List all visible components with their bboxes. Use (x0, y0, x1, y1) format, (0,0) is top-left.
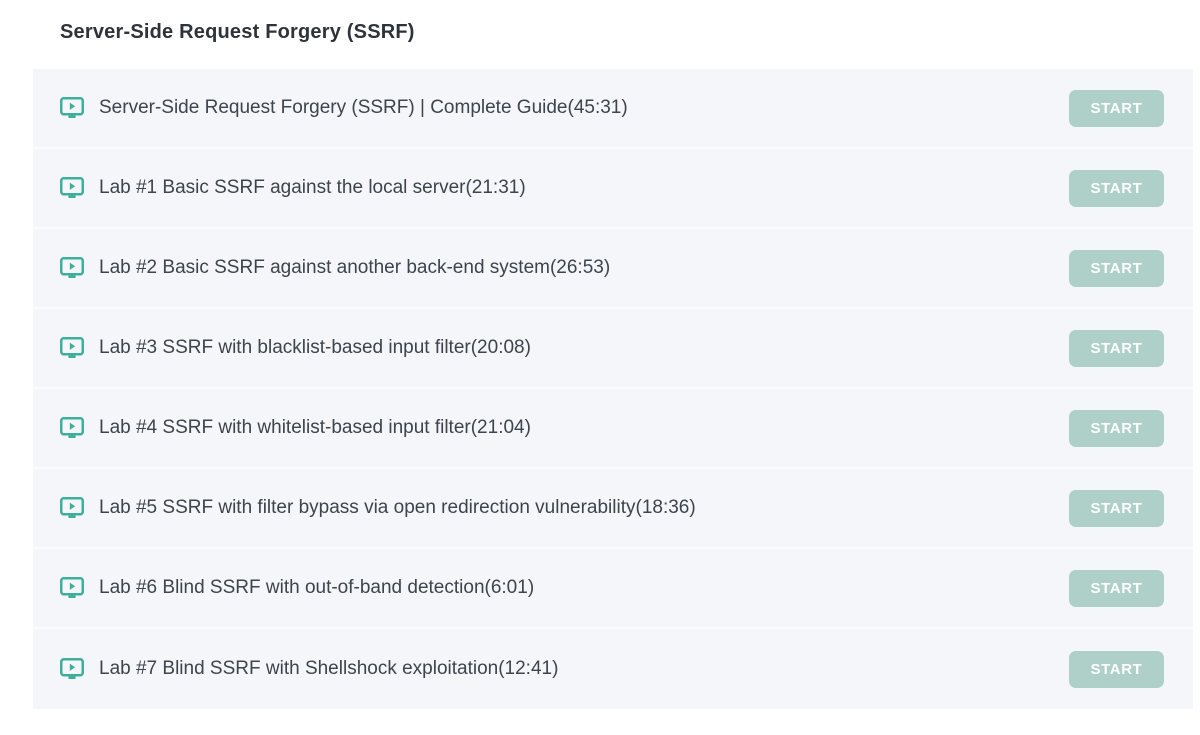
start-button[interactable]: START (1069, 409, 1164, 447)
lesson-row: Lab #6 Blind SSRF with out-of-band detec… (33, 549, 1193, 629)
lesson-row: Lab #7 Blind SSRF with Shellshock exploi… (33, 629, 1193, 709)
lesson-info: Lab #6 Blind SSRF with out-of-band detec… (60, 576, 534, 600)
lesson-title: Lab #6 Blind SSRF with out-of-band detec… (99, 577, 535, 598)
start-button[interactable]: START (1069, 569, 1164, 607)
monitor-play-icon (60, 416, 84, 440)
lesson-info: Lab #1 Basic SSRF against the local serv… (60, 176, 526, 200)
lesson-info: Lab #4 SSRF with whitelist-based input f… (60, 416, 531, 440)
monitor-play-icon (60, 96, 84, 120)
lesson-info: Lab #5 SSRF with filter bypass via open … (60, 496, 696, 520)
monitor-play-icon (60, 576, 84, 600)
start-button[interactable]: START (1069, 169, 1164, 207)
lesson-title: Lab #1 Basic SSRF against the local serv… (99, 177, 526, 198)
lesson-title: Lab #7 Blind SSRF with Shellshock exploi… (99, 658, 559, 679)
start-button[interactable]: START (1069, 329, 1164, 367)
lesson-title: Lab #5 SSRF with filter bypass via open … (99, 497, 696, 518)
monitor-play-icon (60, 176, 84, 200)
lesson-row: Lab #4 SSRF with whitelist-based input f… (33, 389, 1193, 469)
lesson-row: Lab #1 Basic SSRF against the local serv… (33, 149, 1193, 229)
lesson-list: Server-Side Request Forgery (SSRF) | Com… (33, 69, 1193, 709)
monitor-play-icon (60, 496, 84, 520)
lesson-title: Lab #4 SSRF with whitelist-based input f… (99, 417, 531, 438)
lesson-info: Lab #3 SSRF with blacklist-based input f… (60, 336, 531, 360)
lesson-row: Lab #5 SSRF with filter bypass via open … (33, 469, 1193, 549)
start-button[interactable]: START (1069, 249, 1164, 287)
lesson-row: Lab #3 SSRF with blacklist-based input f… (33, 309, 1193, 389)
lesson-title: Server-Side Request Forgery (SSRF) | Com… (99, 97, 628, 118)
monitor-play-icon (60, 336, 84, 360)
lesson-row: Lab #2 Basic SSRF against another back-e… (33, 229, 1193, 309)
lesson-title: Lab #3 SSRF with blacklist-based input f… (99, 337, 531, 358)
lesson-title: Lab #2 Basic SSRF against another back-e… (99, 257, 611, 278)
lesson-info: Lab #7 Blind SSRF with Shellshock exploi… (60, 657, 558, 681)
start-button[interactable]: START (1069, 650, 1164, 688)
lesson-info: Lab #2 Basic SSRF against another back-e… (60, 256, 610, 280)
monitor-play-icon (60, 657, 84, 681)
lesson-info: Server-Side Request Forgery (SSRF) | Com… (60, 96, 628, 120)
start-button[interactable]: START (1069, 89, 1164, 127)
section-title: Server-Side Request Forgery (SSRF) (60, 21, 415, 43)
lesson-row: Server-Side Request Forgery (SSRF) | Com… (33, 69, 1193, 149)
start-button[interactable]: START (1069, 489, 1164, 527)
monitor-play-icon (60, 256, 84, 280)
